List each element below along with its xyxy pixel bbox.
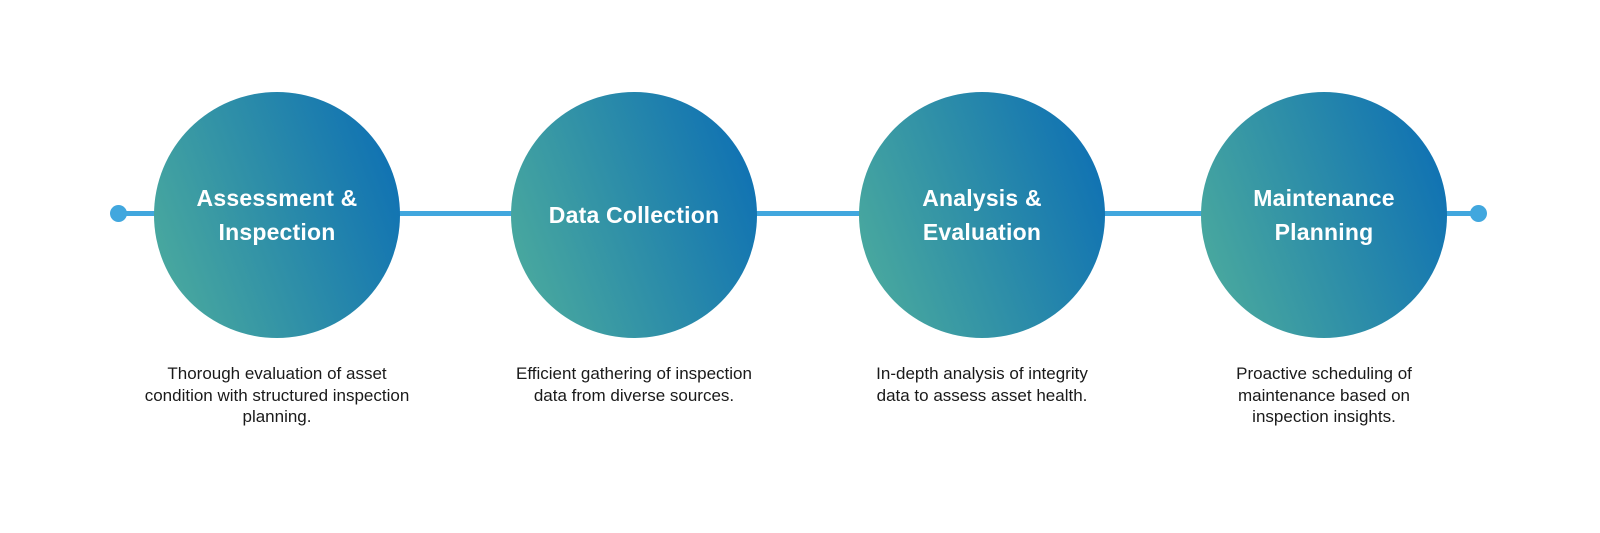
step-title: Data Collection [548, 202, 720, 228]
step-description-maintenance-planning: Proactive scheduling of maintenance base… [1236, 364, 1412, 426]
step-title: Assessment & Inspection [196, 185, 358, 245]
step-circle-assessment-inspection: Assessment & Inspection [154, 92, 400, 338]
step-circle-analysis-evaluation: Analysis & Evaluation [859, 92, 1105, 338]
timeline-end-dot [1470, 205, 1487, 222]
step-title: Maintenance Planning [1253, 185, 1395, 245]
step-title: Analysis & Evaluation [922, 185, 1042, 245]
step-circle-maintenance-planning: Maintenance Planning [1201, 92, 1447, 338]
step-description-assessment-inspection: Thorough evaluation of asset condition w… [144, 364, 410, 426]
step-circle-data-collection: Data Collection [511, 92, 757, 338]
timeline-connector-line [119, 211, 1478, 216]
step-description-data-collection: Efficient gathering of inspection data f… [516, 364, 752, 405]
timeline-start-dot [110, 205, 127, 222]
step-description-analysis-evaluation: In-depth analysis of integrity data to a… [876, 364, 1088, 405]
